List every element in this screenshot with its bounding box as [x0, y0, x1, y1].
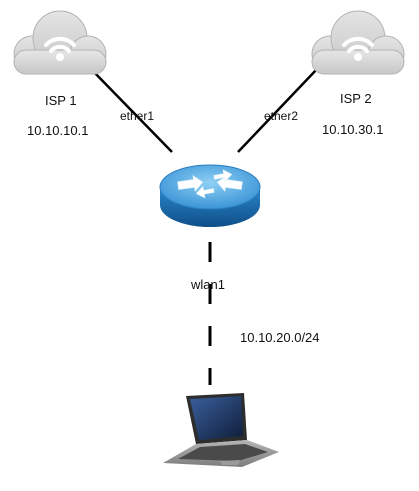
link-wlan1-label: wlan1 [190, 277, 225, 292]
link-ether2 [237, 67, 319, 153]
link-ether1-label: ether1 [120, 109, 154, 123]
isp2-name: ISP 2 [340, 91, 372, 106]
isp1-name: ISP 1 [45, 93, 77, 108]
link-ether2-label: ether2 [264, 109, 298, 123]
subnet-label: 10.10.20.0/24 [240, 330, 320, 345]
isp2-cloud-icon [311, 10, 405, 75]
laptop-icon [163, 393, 279, 467]
link-ether1 [89, 67, 173, 153]
isp1-cloud-icon [13, 10, 107, 75]
router-icon [159, 164, 261, 227]
isp1-ip: 10.10.10.1 [27, 123, 88, 138]
isp2-ip: 10.10.30.1 [322, 122, 383, 137]
